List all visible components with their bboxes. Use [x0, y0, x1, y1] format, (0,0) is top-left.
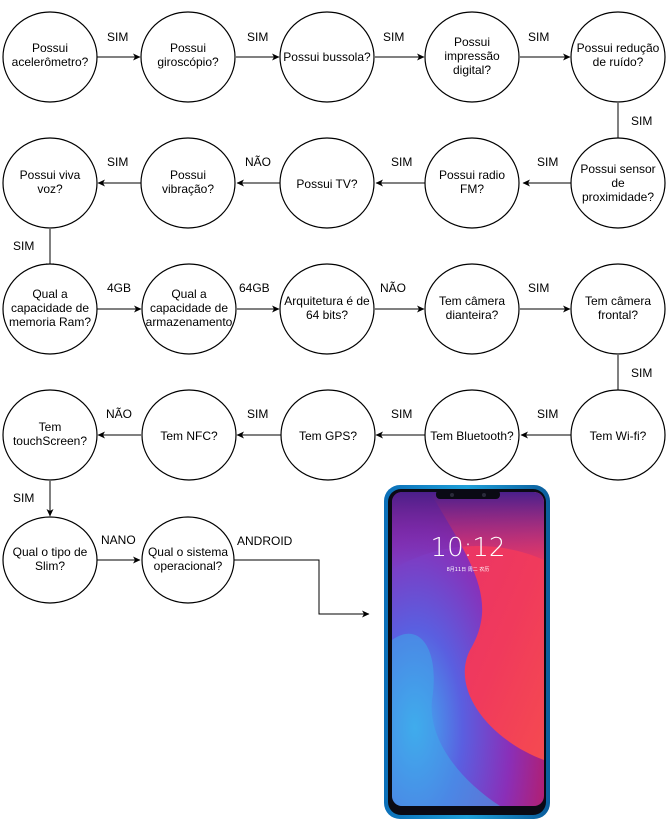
edge-label-17: SIM	[391, 407, 412, 421]
edge-label-13: NÃO	[380, 281, 406, 295]
edge-label-7: SIM	[391, 155, 412, 169]
edge-label-20: SIM	[13, 491, 34, 505]
phone-date: 8月11日 周二 农历	[447, 566, 490, 573]
edge-label-8: NÃO	[245, 155, 271, 169]
edge-label-11: 4GB	[107, 281, 131, 295]
edge-label-14: SIM	[528, 281, 549, 295]
svg-text:Tem GPS?: Tem GPS?	[299, 429, 357, 443]
edge-label-16: SIM	[537, 407, 558, 421]
edge-label-3: SIM	[383, 30, 404, 44]
node-gps: Tem GPS?	[280, 389, 376, 481]
svg-text:Tem Wi-fi?: Tem Wi-fi?	[590, 429, 647, 443]
svg-text:Possui TV?: Possui TV?	[296, 177, 357, 191]
phone-image: 10:12 8月11日 周二 农历	[384, 485, 550, 819]
node-nfc: Tem NFC?	[141, 389, 237, 481]
edge-label-4: SIM	[528, 30, 549, 44]
edge-line-22	[234, 559, 370, 618]
node-tv: Possui TV?	[279, 137, 375, 229]
edge-label-22: ANDROID	[237, 534, 293, 548]
edge-label-1: SIM	[107, 30, 128, 44]
svg-text:Possui bussola?: Possui bussola?	[283, 50, 371, 64]
edge-label-21: NANO	[101, 533, 136, 547]
edge-label-9: SIM	[107, 155, 128, 169]
edges: SIM SIM SIM SIM SIM SIM SIM NÃO SIM SIM …	[13, 30, 652, 618]
edge-label-2: SIM	[247, 30, 268, 44]
node-bluetooth: Tem Bluetooth?	[424, 389, 520, 481]
svg-text:Tem NFC?: Tem NFC?	[160, 429, 218, 443]
edge-label-19: NÃO	[106, 407, 132, 421]
edge-label-12: 64GB	[239, 281, 270, 295]
node-wifi: Tem Wi-fi?	[570, 389, 666, 481]
edge-label-10: SIM	[13, 239, 34, 253]
node-bussola: Possui bussola?	[279, 11, 375, 103]
edge-label-15: SIM	[631, 366, 652, 380]
edge-label-6: SIM	[537, 155, 558, 169]
svg-text:Tem Bluetooth?: Tem Bluetooth?	[430, 429, 514, 443]
edge-label-5: SIM	[631, 114, 652, 128]
edge-label-18: SIM	[247, 407, 268, 421]
phone-clock: 10:12	[431, 533, 506, 563]
